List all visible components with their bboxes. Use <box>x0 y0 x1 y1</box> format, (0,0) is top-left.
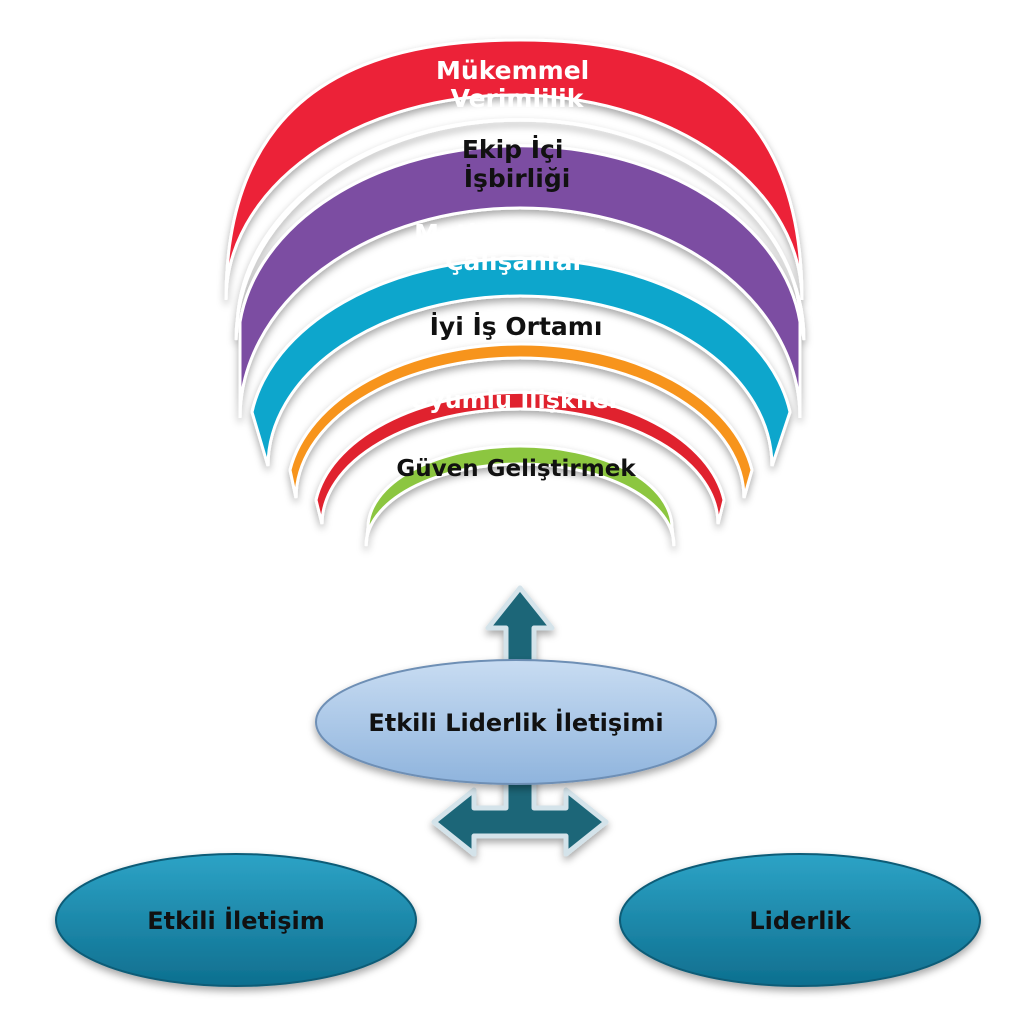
layer-label-1: Mükemmel Verimlilik <box>436 56 598 113</box>
layer-shape-5 <box>288 342 754 499</box>
layer-shape-2 <box>234 118 806 341</box>
layer-label-5-line-1: Uyumlu İlişkiler <box>409 385 620 414</box>
layer-label-3: Motive Olmuş Çalışanlar <box>414 219 616 276</box>
layer-label-2: Ekip İçi İşbirliği <box>462 134 572 193</box>
layer-label-4: İyi İş Ortamı <box>430 311 603 341</box>
layer-label-4-line-1: İyi İş Ortamı <box>430 311 603 341</box>
layer-label-7: Daha İyi Anlamak <box>410 526 628 552</box>
layer-label-3-line-1: Motive Olmuş <box>414 219 607 248</box>
right-node <box>619 853 981 987</box>
layer-label-1-line-2: Verimlilik <box>451 84 585 113</box>
left-node <box>55 853 417 987</box>
layer-label-5: Uyumlu İlişkiler <box>409 385 620 414</box>
layer-shape-6 <box>314 390 726 525</box>
layer-shape-3 <box>238 144 802 419</box>
layer-labels: Mükemmel Verimlilik Ekip İçi İşbirliği M… <box>396 56 636 552</box>
connector-arrow <box>431 767 609 857</box>
layer-label-2-line-1: Ekip İçi <box>462 134 564 164</box>
layer-label-6-line-1: Güven Geliştirmek <box>396 456 636 482</box>
right-node-label: Liderlik <box>749 907 851 935</box>
center-node <box>315 659 717 785</box>
layer-shape-1 <box>224 38 804 301</box>
left-node-label: Etkili İletişim <box>147 906 325 935</box>
layer-label-1-line-1: Mükemmel <box>436 56 589 85</box>
layer-shape-7 <box>364 444 676 547</box>
layered-sphere <box>224 38 806 547</box>
layer-label-6: Güven Geliştirmek <box>396 456 636 482</box>
layer-label-7-line-1: Daha İyi Anlamak <box>410 526 628 552</box>
nodes: Etkili Liderlik İletişimi Etkili İletişi… <box>55 659 981 987</box>
center-node-label: Etkili Liderlik İletişimi <box>368 708 663 737</box>
layer-shape-4 <box>250 257 792 467</box>
layer-label-2-line-2: İşbirliği <box>464 163 571 193</box>
layer-label-3-line-2: Çalışanlar <box>445 247 585 276</box>
